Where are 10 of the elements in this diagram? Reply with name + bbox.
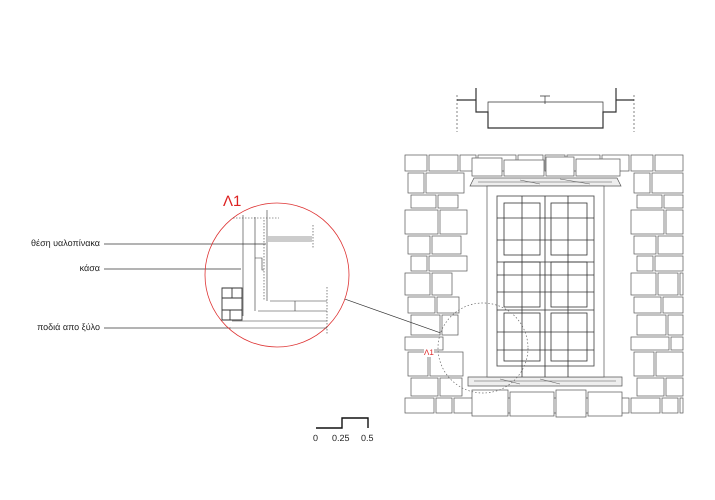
part-label: ποδιά απο ξύλο xyxy=(37,322,100,333)
scale-label: 0.25 xyxy=(332,433,350,444)
part-label: κάσα xyxy=(80,263,100,274)
detail-reference-label: Λ1 xyxy=(223,193,242,210)
detail-reference-label: Λ1 xyxy=(424,348,434,357)
scale-label: 0.5 xyxy=(361,433,374,444)
part-label: θέση υαλοπίνακα xyxy=(31,238,100,249)
leader-line xyxy=(104,268,242,270)
scale-label: 0 xyxy=(313,433,318,444)
leader-line xyxy=(344,298,441,334)
